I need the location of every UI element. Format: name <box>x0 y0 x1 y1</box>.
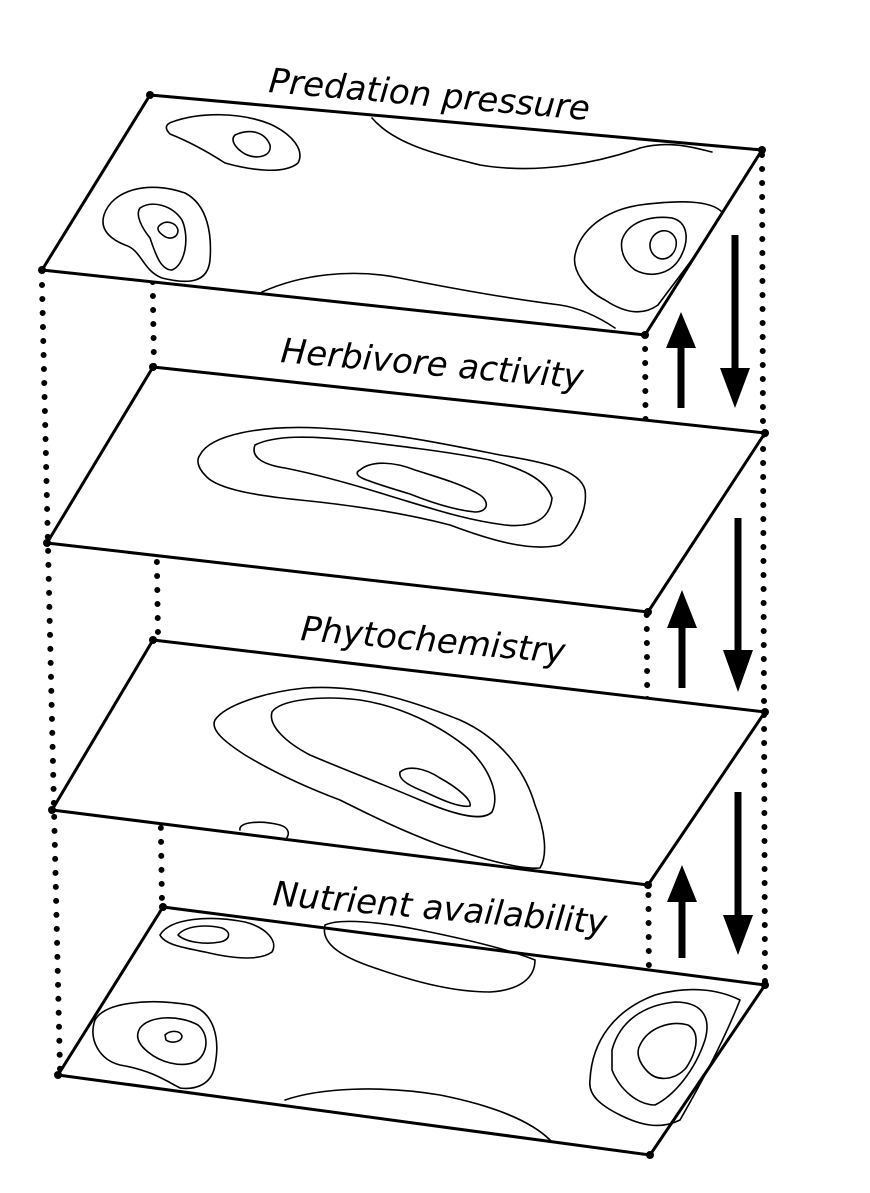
contours-phytochemistry <box>213 686 546 870</box>
feedback-arrows <box>666 235 753 958</box>
contours-herbivore <box>197 426 587 548</box>
connector-right-back <box>759 152 768 988</box>
arrow-down-3 <box>723 792 753 955</box>
arrow-down-1 <box>720 235 750 408</box>
plane-predation <box>40 93 764 337</box>
corner-dots <box>38 91 769 1159</box>
contours-nutrient <box>92 917 741 1141</box>
arrow-down-2 <box>723 518 753 692</box>
contours-predation <box>102 113 723 329</box>
layer-phytochemistry: Phytochemistry <box>50 609 767 887</box>
plane-nutrient <box>56 905 767 1157</box>
arrow-up-1 <box>666 312 696 408</box>
connector-left-front <box>39 282 63 1073</box>
layer-herbivore: Herbivore activity <box>45 331 767 614</box>
arrow-up-2 <box>667 590 697 688</box>
layer-predation: Predation pressure <box>40 61 764 337</box>
plane-phytochemistry <box>50 638 767 887</box>
arrow-up-3 <box>667 865 697 958</box>
layer-nutrient: Nutrient availability <box>56 874 767 1157</box>
